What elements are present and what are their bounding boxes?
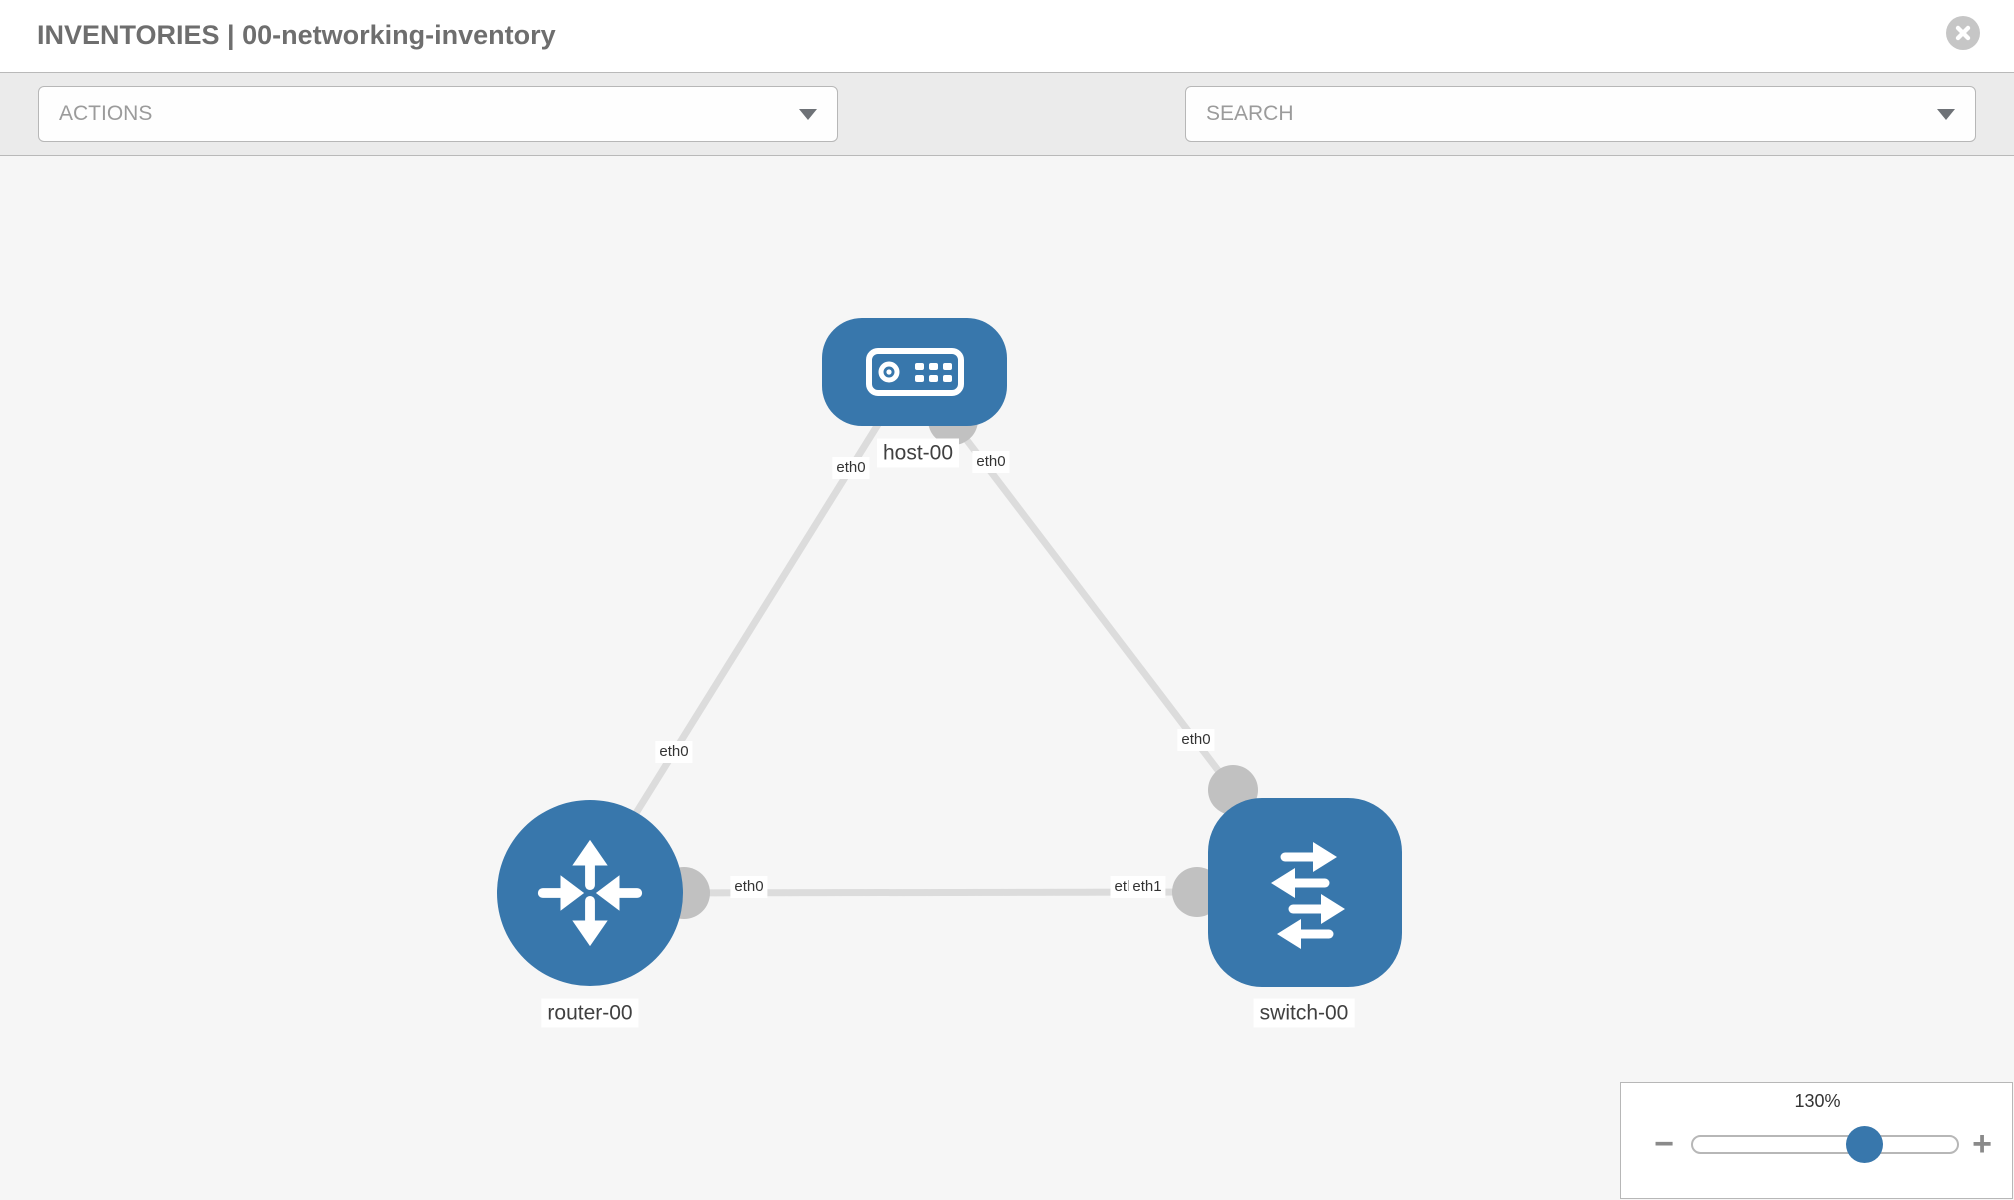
node-host-00[interactable] (822, 318, 1007, 426)
close-icon (1955, 25, 1971, 41)
search-dropdown-label: SEARCH (1206, 102, 1294, 125)
iface-label-host00-eth0-to-router: eth0 (832, 457, 870, 479)
toolbar: ACTIONS SEARCH (0, 72, 2014, 206)
iface-label-router00-eth0-to-switch: eth0 (730, 876, 768, 898)
zoom-out-button[interactable]: − (1643, 1123, 1685, 1165)
chevron-down-icon (799, 108, 817, 120)
search-dropdown[interactable]: SEARCH (1185, 86, 1976, 142)
zoom-panel: 130% − + (1620, 1082, 2013, 1199)
link-host00-router00[interactable] (625, 416, 885, 828)
zoom-in-button[interactable]: + (1961, 1123, 2003, 1165)
zoom-slider[interactable] (1691, 1135, 1959, 1154)
chevron-down-icon (1937, 108, 1955, 120)
iface-label-host00-eth0-to-switch: eth0 (972, 451, 1010, 473)
page-title: INVENTORIES | 00-networking-inventory (37, 20, 556, 50)
topology-canvas[interactable]: host-00 router-00 switch-00 eth0 eth0 et… (0, 156, 2014, 1200)
zoom-level: 130% (1794, 1091, 1841, 1111)
iface-label-switch00-eth0-to-host: eth0 (1177, 729, 1215, 751)
topology-edges (625, 395, 1258, 919)
link-host00-switch00[interactable] (947, 415, 1236, 793)
actions-dropdown-label: ACTIONS (59, 102, 153, 125)
node-label-switch-00: switch-00 (1253, 998, 1355, 1028)
node-router-00[interactable] (497, 800, 683, 986)
router-icon (537, 839, 643, 947)
close-button[interactable] (1946, 16, 1980, 50)
switch-icon (1271, 841, 1345, 949)
zoom-slider-thumb[interactable] (1846, 1126, 1883, 1163)
node-label-host-00: host-00 (876, 438, 960, 468)
node-label-router-00: router-00 (541, 998, 639, 1028)
iface-label-switch00-eth1-to-router: eth1 (1128, 876, 1166, 898)
actions-dropdown[interactable]: ACTIONS (38, 86, 838, 142)
iface-label-router00-eth0-to-host: eth0 (655, 741, 693, 763)
host-icon (865, 348, 964, 396)
node-switch-00[interactable] (1208, 798, 1402, 987)
app-header: INVENTORIES | 00-networking-inventory (0, 0, 2014, 72)
